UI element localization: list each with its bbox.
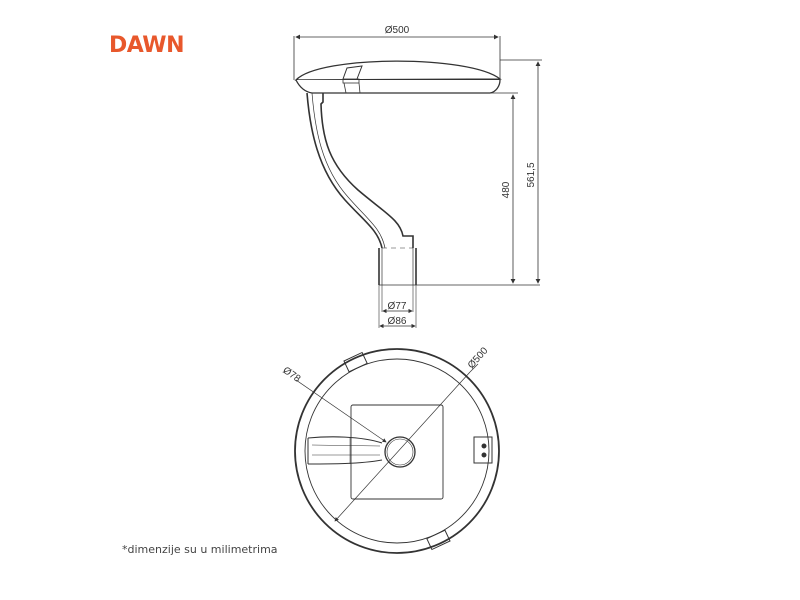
height-label: 480 [501, 181, 512, 198]
top-view [294, 348, 500, 554]
units-note: *dimenzije su u milimetrima [122, 543, 278, 556]
inner-pole-label: Ø77 [388, 301, 407, 312]
outer-pole-label: Ø86 [388, 316, 407, 327]
top-diameter-label: Ø500 [466, 345, 491, 371]
side-diameter-label: Ø500 [385, 25, 410, 36]
total-height-label: 561,5 [526, 162, 537, 187]
side-view [293, 34, 542, 329]
logo-text: DAWN [109, 33, 184, 58]
dawn-logo: DAWN [109, 33, 184, 58]
